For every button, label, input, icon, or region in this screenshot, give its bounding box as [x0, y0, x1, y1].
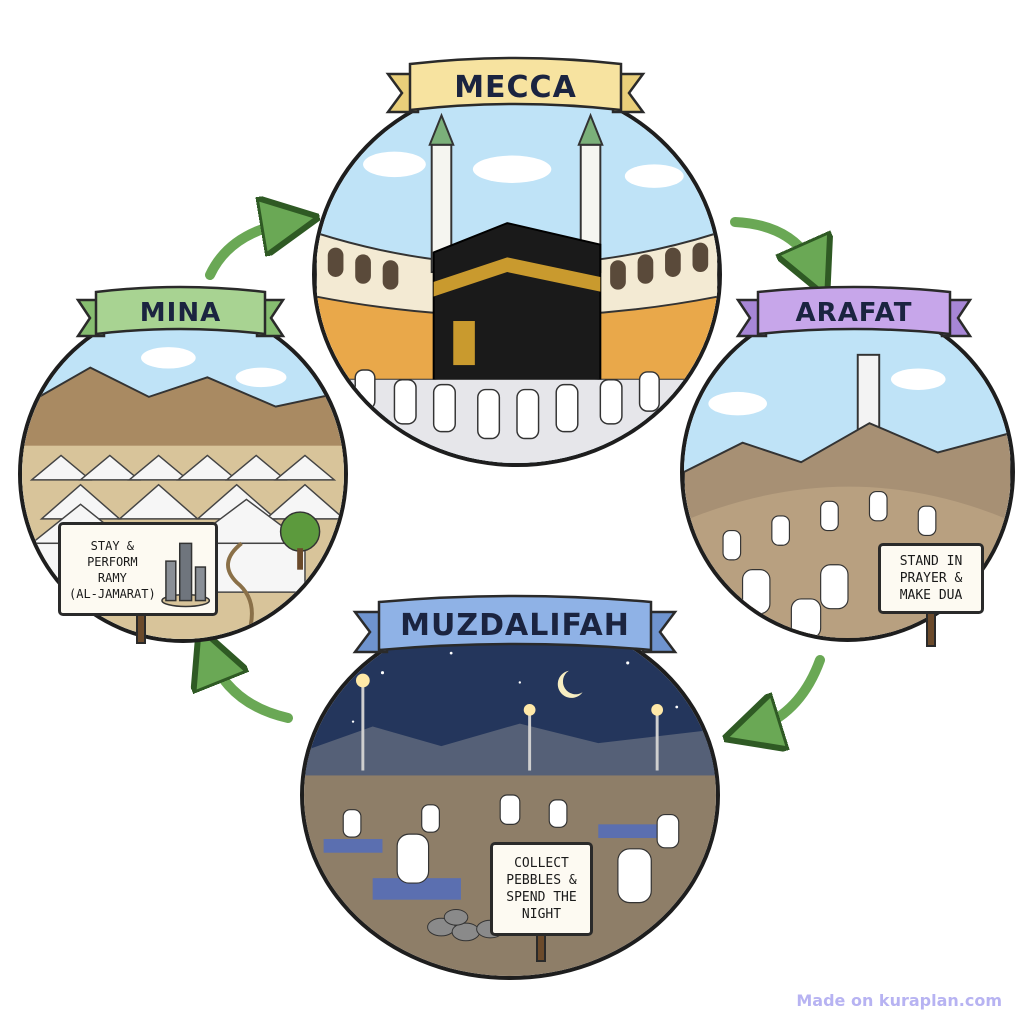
mina-sign-line-1: STAY & [90, 539, 135, 553]
mina-sign-line-2: PERFORM [87, 555, 138, 569]
mecca-scene [312, 82, 722, 467]
muzdalifah-banner: MUZDALIFAH [352, 590, 678, 660]
arafat-sign-text: STAND IN PRAYER & MAKE DUA [899, 554, 963, 603]
arafat-banner: ARAFAT [735, 282, 973, 344]
jamarat-pillars-icon [160, 542, 210, 608]
mecca-banner: MECCA [385, 52, 646, 122]
muzdalifah-sign-board: COLLECT PEBBLES & SPEND THE NIGHT [490, 842, 593, 936]
arafat-title: ARAFAT [795, 298, 913, 328]
mecca-title: MECCA [454, 69, 577, 105]
arafat-sign: STAND IN PRAYER & MAKE DUA [878, 543, 984, 647]
arrow-mina-to-mecca [205, 222, 290, 280]
muzdalifah-title: MUZDALIFAH [400, 607, 630, 643]
arrow-muzdalifah-to-mina [210, 655, 293, 723]
mina-sign-line-4: (AL-JAMARAT) [69, 587, 156, 601]
mina-sign-line-3: RAMY [97, 571, 127, 585]
arrow-mecca-to-arafat [730, 217, 815, 270]
arrow-arafat-to-muzdalifah [752, 655, 825, 730]
mina-title: MINA [139, 298, 222, 328]
muzdalifah-sign-text: COLLECT PEBBLES & SPEND THE NIGHT [506, 856, 577, 922]
footer-credit: Made on kuraplan.com [796, 991, 1002, 1010]
mina-banner: MINA [75, 282, 286, 344]
mina-sign-post [136, 614, 146, 644]
arafat-sign-board: STAND IN PRAYER & MAKE DUA [878, 543, 984, 614]
muzdalifah-sign: COLLECT PEBBLES & SPEND THE NIGHT [490, 842, 593, 962]
mina-sign-board: STAY & PERFORM RAMY (AL-JAMARAT) [58, 522, 218, 616]
mina-sign: STAY & PERFORM RAMY (AL-JAMARAT) [58, 522, 218, 644]
